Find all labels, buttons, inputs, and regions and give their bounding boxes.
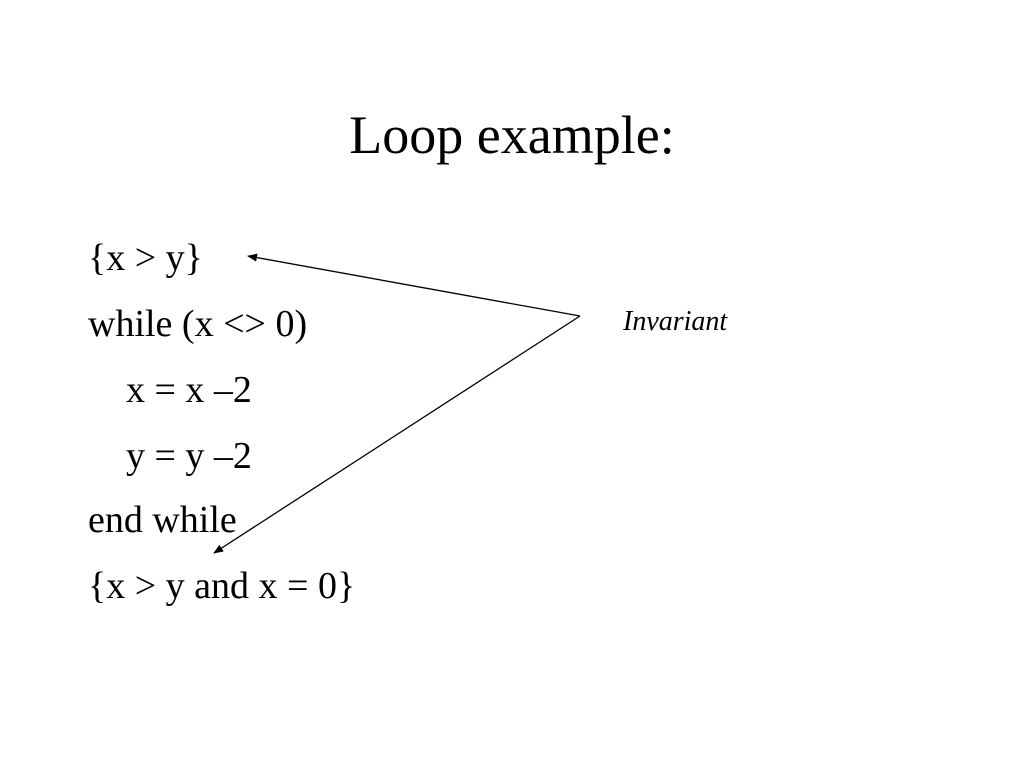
while-header-line: while (x <> 0) bbox=[88, 303, 308, 345]
slide-title: Loop example: bbox=[349, 105, 675, 165]
invariant-label: Invariant bbox=[623, 306, 728, 337]
precondition-line: {x > y} bbox=[88, 237, 203, 279]
arrow-to-precondition bbox=[247, 253, 581, 317]
end-while-line: end while bbox=[88, 499, 237, 541]
postcondition-line: {x > y and x = 0} bbox=[88, 565, 356, 607]
arrow-to-postcondition bbox=[213, 315, 581, 554]
loop-body-line-x: x = x –2 bbox=[126, 369, 252, 411]
loop-body-line-y: y = y –2 bbox=[126, 435, 252, 477]
